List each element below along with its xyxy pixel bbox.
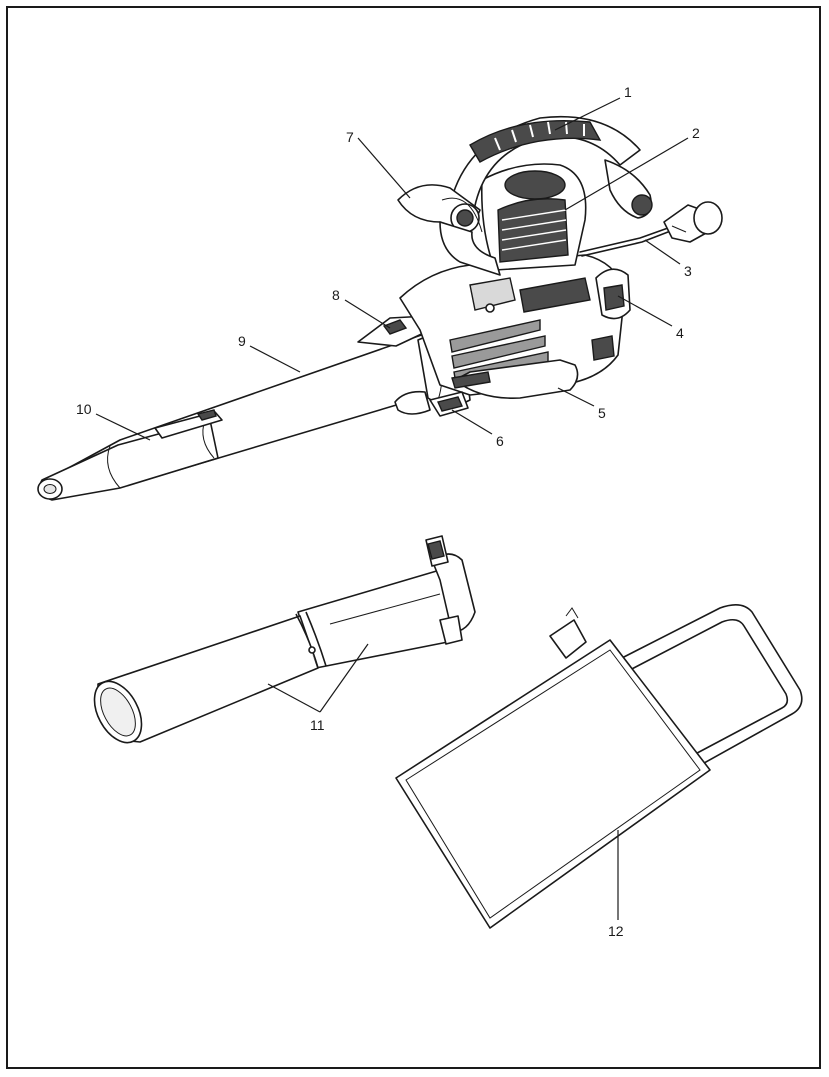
collection-bag (396, 605, 802, 928)
blower-unit (38, 117, 722, 500)
callout-4: 4 (676, 325, 684, 341)
callout-2: 2 (692, 125, 700, 141)
callout-9: 9 (238, 333, 246, 349)
motor-cover (498, 199, 568, 262)
callout-12: 12 (608, 923, 624, 939)
power-cord (580, 228, 668, 252)
nozzle (40, 420, 218, 500)
callout-3: 3 (684, 263, 692, 279)
callout-1: 1 (624, 84, 632, 100)
callout-8: 8 (332, 287, 340, 303)
callout-10: 10 (76, 401, 92, 417)
callout-7: 7 (346, 129, 354, 145)
vacuum-tube (85, 536, 475, 751)
callout-6: 6 (496, 433, 504, 449)
callout-5: 5 (598, 405, 606, 421)
callout-11: 11 (310, 717, 325, 733)
